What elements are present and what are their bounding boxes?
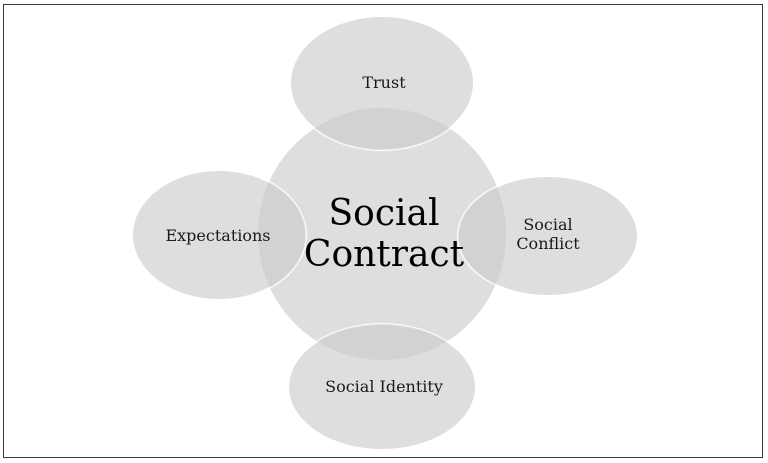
node-social-identity	[287, 323, 477, 451]
center-label-line1: Social	[329, 193, 440, 234]
center-label-line2: Contract	[304, 234, 465, 275]
trust-label: Trust	[362, 73, 406, 92]
node-social-conflict	[457, 175, 639, 297]
node-trust	[289, 15, 475, 151]
center-circle	[258, 108, 506, 360]
node-expectations	[131, 169, 307, 301]
social-identity-label: Social Identity	[325, 377, 443, 396]
expectations-label: Expectations	[165, 226, 270, 245]
social-conflict-label-line2: Conflict	[516, 234, 580, 253]
social-conflict-label-line1: Social	[523, 215, 572, 234]
